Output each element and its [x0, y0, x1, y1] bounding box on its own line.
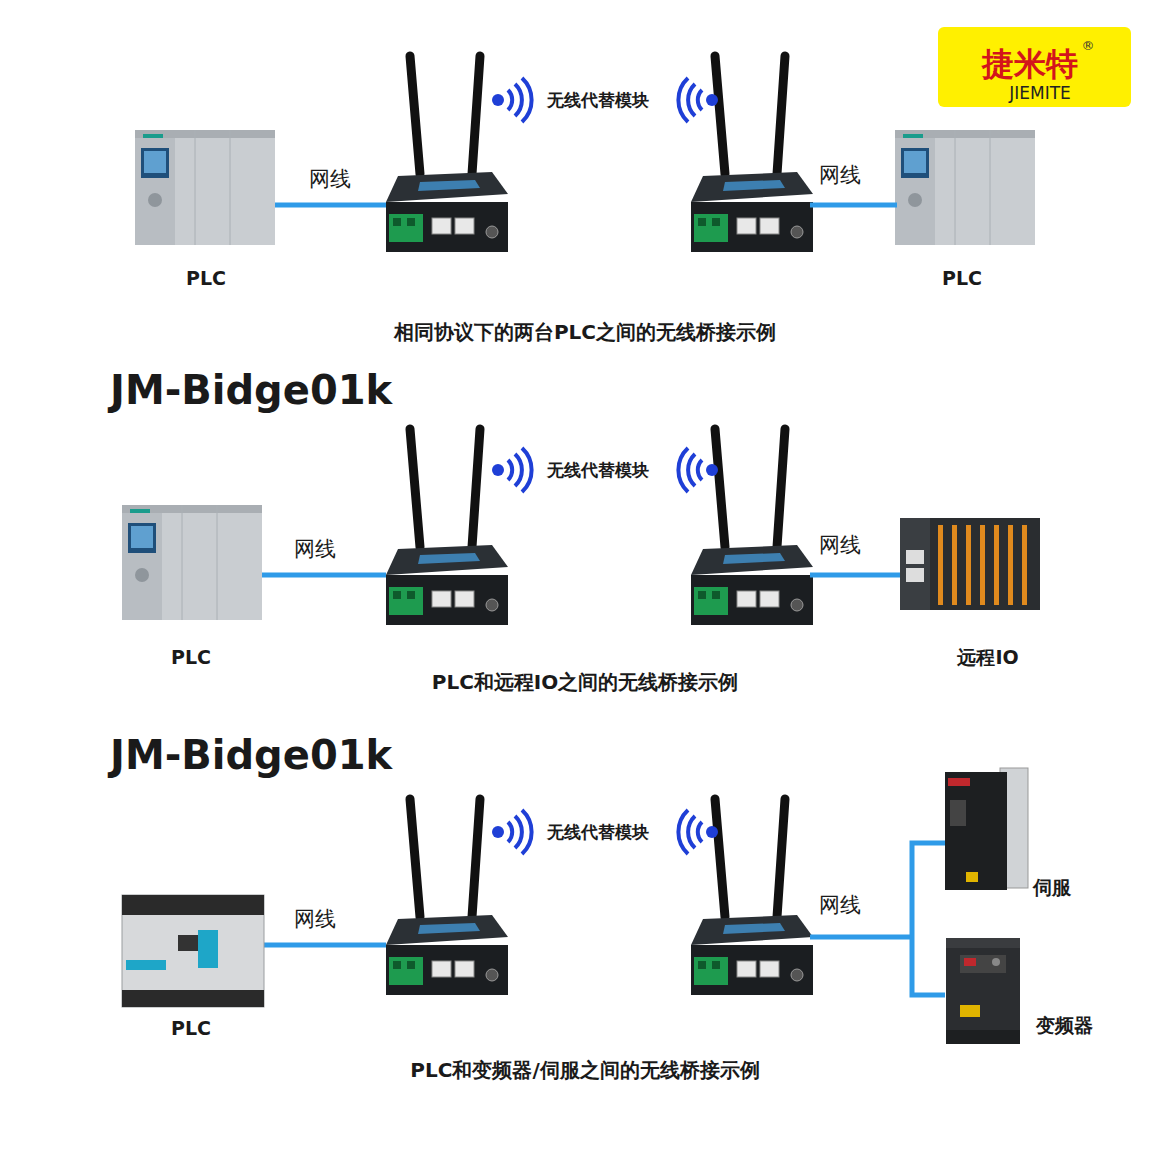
cable-label: 网线: [294, 538, 336, 561]
plc-device: PLC: [130, 125, 282, 293]
device-label: PLC: [186, 268, 226, 289]
cable-label: 网线: [294, 908, 336, 931]
inverter-drawing: [946, 938, 1020, 1044]
logo-text: 捷米特: [982, 47, 1078, 82]
logo-subtext: JIEMITE: [1009, 84, 1071, 103]
plc-device: PLC: [118, 500, 266, 670]
wireless-icon: [492, 78, 718, 854]
servo-device: 伺服: [940, 760, 1080, 900]
plc-device: PLC: [115, 885, 267, 1040]
logo-box: 捷米特 ® JIEMITE: [938, 27, 1131, 107]
cable-label: 网线: [819, 534, 861, 557]
servo-drawing: [945, 768, 1028, 890]
caption: 相同协议下的两台PLC之间的无线桥接示例: [394, 321, 776, 343]
remote-io-drawing: [900, 518, 1040, 610]
wireless-label: 无线代替模块: [547, 461, 649, 480]
device-label: 变频器: [1036, 1015, 1093, 1036]
caption: PLC和远程IO之间的无线桥接示例: [432, 671, 739, 693]
cable-line: [262, 205, 945, 995]
plc-drawing: [122, 895, 264, 1007]
caption: PLC和变频器/伺服之间的无线桥接示例: [410, 1059, 759, 1081]
device-label: PLC: [171, 1018, 211, 1039]
model-heading: JM-Bidge01k: [110, 733, 392, 777]
wireless-label: 无线代替模块: [547, 91, 649, 110]
remote-io-device: 远程IO: [895, 510, 1081, 670]
device-label: 伺服: [1033, 877, 1071, 898]
device-label: PLC: [171, 647, 211, 668]
device-label: PLC: [942, 268, 982, 289]
cable-label: 网线: [819, 894, 861, 917]
inverter-device: 变频器: [940, 930, 1095, 1050]
device-label: 远程IO: [957, 647, 1018, 668]
registered-mark: ®: [1082, 39, 1095, 53]
cable-label: 网线: [819, 164, 861, 187]
wireless-label: 无线代替模块: [547, 823, 649, 842]
plc-device: PLC: [890, 125, 1035, 293]
model-heading: JM-Bidge01k: [110, 368, 392, 412]
router-drawing: [386, 56, 813, 995]
cable-label: 网线: [309, 168, 351, 191]
